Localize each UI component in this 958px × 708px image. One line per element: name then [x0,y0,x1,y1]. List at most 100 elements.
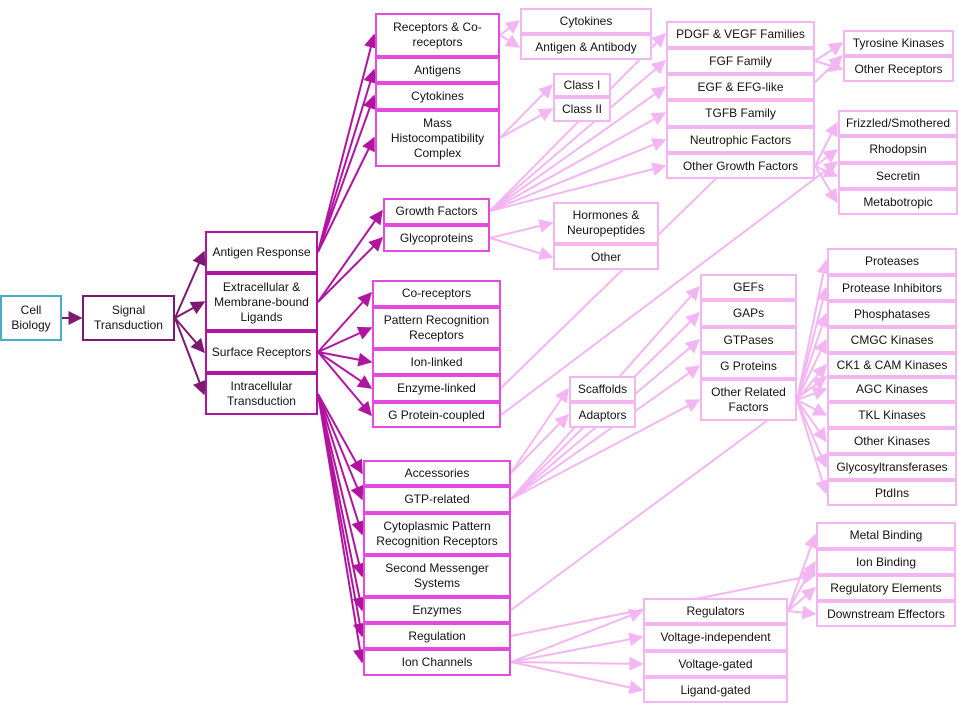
connector-arrow [174,250,206,319]
node-gtp-related: GTP-related [363,486,511,513]
node-hormones-neuropeptides: Hormones & Neuropeptides [553,202,659,244]
node-label: Other [590,249,621,264]
node-ion-channels: Ion Channels [363,649,511,676]
connector-arrow [796,399,828,416]
node-label: TGFB Family [705,106,776,120]
node-label: Glycosyltransferases [836,459,948,474]
node-enzyme-linked: Enzyme-linked [372,375,501,402]
node-intracellular-transduction: Intracellular Transduction [205,373,318,415]
node-ion-linked: Ion-linked [372,349,501,375]
connector-arrow [814,121,838,167]
connector-arrow [510,387,569,474]
connector-arrow [489,33,666,212]
connector-arrow [489,237,554,261]
connector-arrow [814,165,838,204]
node-cell-biology: Cell Biology [0,295,62,341]
connector-arrow [317,291,372,353]
node-label: FGF Family [709,53,772,68]
node-label: Hormones & Neuropeptides [566,208,646,237]
connector-arrow [814,42,844,62]
connector-arrow [174,317,207,396]
node-label: Metabotropic [863,194,933,209]
connector-arrow [787,533,818,612]
node-label: Phosphatases [853,306,931,321]
connector-arrow [317,393,367,612]
node-adaptors: Adaptors [569,402,636,428]
connector-arrow [510,661,644,695]
node-label: Other Receptors [854,61,943,76]
node-label: Signal Transduction [94,303,163,332]
connector-arrow [499,108,554,139]
node-label: Other Related Factors [711,385,786,414]
connector-arrow [317,393,364,501]
node-label: Scaffolds [577,381,628,396]
node-second-messenger: Second Messenger Systems [363,555,511,597]
node-label: Second Messenger Systems [385,561,489,590]
node-growth-factors: Growth Factors [383,198,490,225]
node-g-proteins: G Proteins [700,353,797,379]
connector-arrow [317,393,366,578]
connector-arrow [796,399,828,469]
node-label: Proteases [864,254,920,268]
node-label: Other Kinases [853,433,931,448]
node-proteases: Proteases [827,248,957,275]
connector-arrow [317,393,367,664]
node-label: Cell Biology [11,303,51,332]
node-regulators: Regulators [643,598,788,624]
node-other-growth-factors: Other Growth Factors [666,153,815,179]
node-label: Protease Inhibitors [841,280,943,295]
node-label: PtdIns [874,485,910,500]
node-receptors-coreceptors: Receptors & Co-receptors [375,13,500,57]
connector-arrow [814,58,844,73]
connector-arrow [510,656,644,671]
node-metal-binding: Metal Binding [816,522,956,549]
node-label: Co-receptors [401,286,472,300]
node-rhodopsin: Rhodopsin [838,136,958,163]
node-label: Antigen Response [212,244,311,259]
node-label: Cytoplasmic Pattern Recognition Receptor… [376,519,498,548]
node-ptdins: PtdIns [827,480,957,506]
node-accessories: Accessories [363,460,511,486]
node-label: Cytokines [559,13,613,28]
connector-arrow [499,20,521,36]
node-label: CK1 & CAM Kinases [836,357,948,372]
node-antigen-response: Antigen Response [205,231,318,273]
node-co-receptors: Co-receptors [372,280,501,307]
node-cytoplasmic-prr: Cytoplasmic Pattern Recognition Receptor… [363,513,511,555]
node-label: Antigens [414,62,461,77]
node-label: Voltage-independent [660,630,771,644]
node-label: Surface Receptors [211,344,312,359]
node-label: Ligand-gated [680,682,751,697]
connector-arrow [499,34,521,48]
connector-arrow [796,312,829,401]
node-label: Metal Binding [849,528,923,542]
node-label: G Proteins [720,358,777,373]
node-tyrosine-kinases: Tyrosine Kinases [843,30,954,56]
connector-arrow [317,33,378,253]
node-cytokines-ar: Cytokines [375,83,500,110]
node-label: EGF & EFG-like [697,79,784,94]
connector-arrow [796,399,827,443]
node-label: G Protein-coupled [388,407,485,422]
node-ion-binding: Ion Binding [816,549,956,575]
connector-arrow [796,259,831,401]
connector-arrow [796,363,827,401]
node-label: Adaptors [578,407,627,422]
node-downstream-effectors: Downstream Effectors [816,601,956,627]
connector-arrow [510,632,644,663]
node-phosphatases: Phosphatases [827,301,957,327]
node-signal-transduction: Signal Transduction [82,295,175,341]
node-label: PDGF & VEGF Families [676,27,805,41]
node-label: Neutrophic Factors [689,132,792,147]
node-surface-receptors: Surface Receptors [205,331,318,373]
connector-arrow [796,399,829,495]
node-fgf-family: FGF Family [666,48,815,74]
node-label: GTP-related [404,492,470,506]
node-neutrophic-factors: Neutrophic Factors [666,127,815,153]
node-egf-like: EGF & EFG-like [666,74,815,100]
connector-arrow [787,605,817,620]
connector-arrow [317,94,377,253]
node-label: Ion Channels [401,655,473,669]
node-class-i: Class I [553,73,611,97]
node-label: GTPases [723,332,774,347]
